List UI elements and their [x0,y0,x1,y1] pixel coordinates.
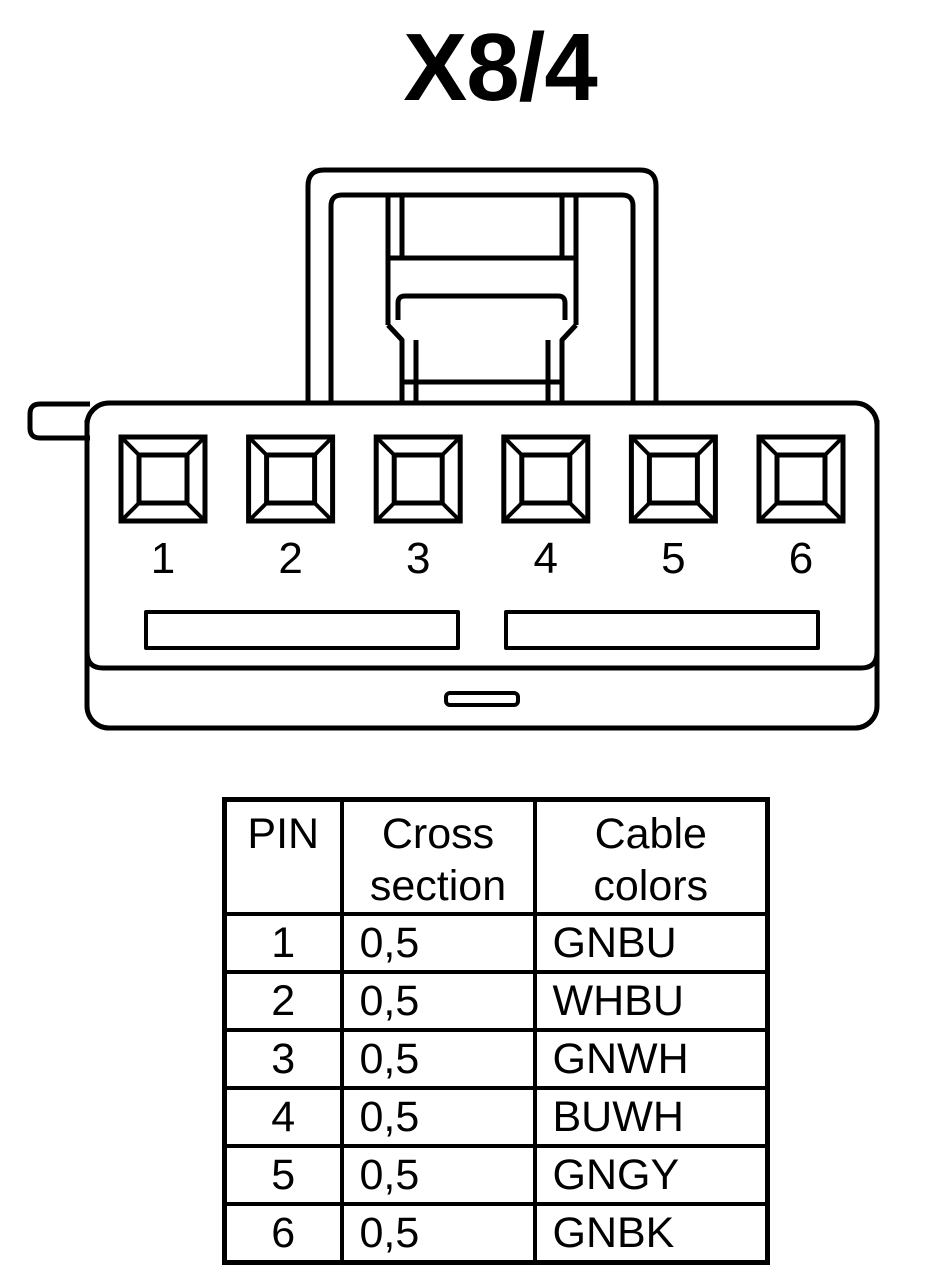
pin-label: 2 [278,534,302,583]
connector-title: X8/4 [403,14,597,121]
cell-cross-section: 0,5 [339,970,537,1032]
connector-face [84,420,880,671]
header-pin: PIN [222,797,344,916]
cell-cable-color: GNGY [532,1144,770,1206]
cell-cable-color: WHBU [532,970,770,1032]
table-row: 5 0,5 GNGY [222,1144,770,1206]
pin-label: 3 [406,534,430,583]
cell-cable-color: GNBU [532,912,770,974]
pin-label: 1 [151,534,175,583]
header-cross-section: Cross section [339,797,537,916]
latch-outer [305,167,659,403]
latch-inner [328,192,636,403]
cell-pin: 1 [222,912,344,974]
cell-cross-section: 0,5 [339,1144,537,1206]
cell-cable-color: BUWH [532,1086,770,1148]
pin-cavity [756,434,846,524]
cell-cross-section: 0,5 [339,1028,537,1090]
pin-cavity [118,434,208,524]
pin-cavity [373,434,463,524]
cell-pin: 3 [222,1028,344,1090]
table-row: 1 0,5 GNBU [222,912,770,974]
side-tab [27,401,90,441]
cell-cross-section: 0,5 [339,1202,537,1265]
table-row: 6 0,5 GNBK [222,1202,770,1265]
latch-neck-left [386,323,405,403]
pin-cavity [246,434,336,524]
table-row: 3 0,5 GNWH [222,1028,770,1090]
pin-cells [118,434,846,524]
table-row: 4 0,5 BUWH [222,1086,770,1148]
pin-cavity [501,434,591,524]
header-cable-colors-line2: colors [593,862,709,910]
cell-cross-section: 0,5 [339,912,537,974]
cell-cable-color: GNWH [532,1028,770,1090]
connector-drawing: 1 2 3 4 5 6 [27,167,880,731]
cell-cross-section: 0,5 [339,1086,537,1148]
slot-left [144,610,460,650]
table-header-row: PIN Cross section Cable colors [222,797,770,916]
cell-pin: 6 [222,1202,344,1265]
pin-cavity [628,434,718,524]
cell-pin: 5 [222,1144,344,1206]
cell-pin: 2 [222,970,344,1032]
pin-label: 4 [534,534,558,583]
pin-label: 5 [661,534,685,583]
header-cable-colors-line1: Cable [594,810,707,858]
latch-hook [395,293,568,320]
locating-key [444,691,520,707]
pin-table: PIN Cross section Cable colors 1 0,5 GNB… [222,797,770,1265]
slot-right [504,610,820,650]
header-cross-section-line1: Cross [381,810,495,858]
table-row: 2 0,5 WHBU [222,970,770,1032]
cell-pin: 4 [222,1086,344,1148]
latch-neck-right [559,323,578,403]
pin-label: 6 [789,534,813,583]
header-cable-colors: Cable colors [532,797,770,916]
header-cross-section-line2: section [369,862,507,910]
cell-cable-color: GNBK [532,1202,770,1265]
pin-labels: 1 2 3 4 5 6 [151,534,813,583]
